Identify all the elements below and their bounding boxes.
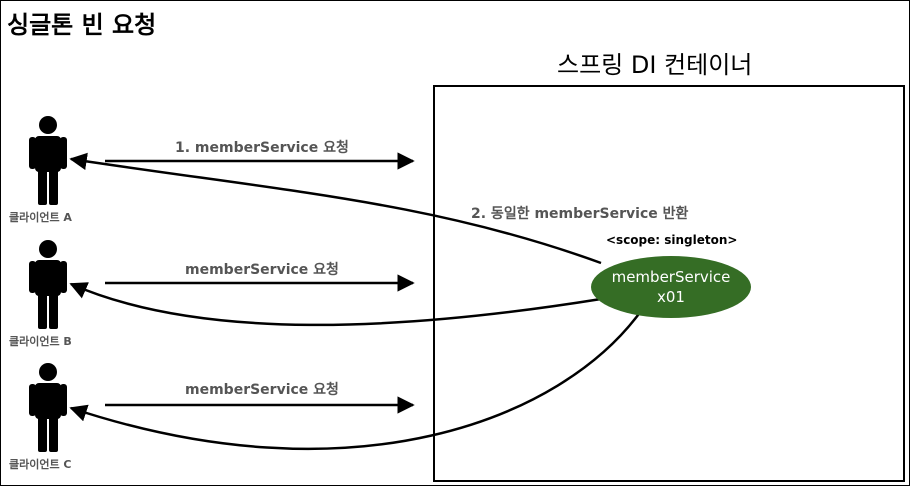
person-icon bbox=[29, 116, 67, 205]
client-c: 클라이언트 C bbox=[9, 362, 99, 472]
client-label: 클라이언트 A bbox=[9, 211, 72, 224]
request-label-a: 1. memberService 요청 bbox=[175, 140, 349, 156]
client-label: 클라이언트 B bbox=[9, 335, 72, 348]
client-label: 클라이언트 C bbox=[9, 458, 72, 471]
spring-di-container bbox=[433, 85, 905, 482]
client-a: 클라이언트 A bbox=[9, 115, 99, 225]
person-icon bbox=[29, 240, 67, 329]
container-title: 스프링 DI 컨테이너 bbox=[557, 51, 753, 79]
diagram-title: 싱글톤 빈 요청 bbox=[7, 11, 157, 39]
scope-label: <scope: singleton> bbox=[606, 233, 738, 247]
request-label-c: memberService 요청 bbox=[185, 382, 339, 398]
client-b: 클라이언트 B bbox=[9, 239, 99, 349]
bean-name: memberService bbox=[611, 268, 731, 286]
return-arrow-b bbox=[69, 282, 602, 327]
request-label-b: memberService 요청 bbox=[185, 262, 339, 278]
return-arrow-a bbox=[69, 152, 602, 265]
person-icon bbox=[29, 363, 67, 452]
return-label: 2. 동일한 memberService 반환 bbox=[471, 206, 689, 222]
bean-instance-id: x01 bbox=[657, 288, 685, 306]
member-service-bean: memberService x01 bbox=[591, 256, 751, 318]
return-arrow-c bbox=[69, 310, 643, 451]
